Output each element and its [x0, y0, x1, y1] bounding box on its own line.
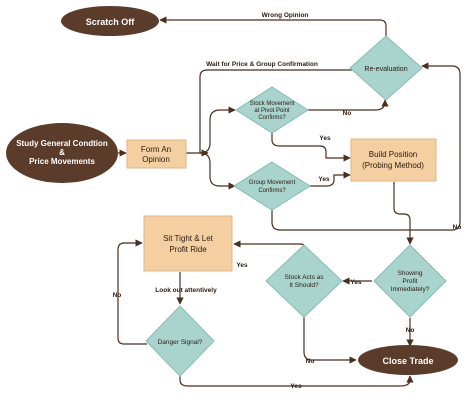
node-study: Study General Condtion & Price Movements [6, 123, 118, 183]
edge-labels: Wrong Opinion Wait for Price & Group Con… [113, 12, 462, 390]
sit-tight-line2: Profit Ride [169, 245, 207, 254]
label-wrong-opinion: Wrong Opinion [262, 12, 309, 19]
stock-acts-line1: Stock Acts as [284, 274, 324, 281]
node-danger-signal: Danger Signal? [145, 305, 215, 377]
node-close-trade: Close Trade [358, 345, 458, 375]
edge-pivot-no [308, 99, 389, 111]
edge-wait-line [199, 69, 360, 153]
showing-profit-line3: Immediately? [391, 286, 430, 293]
form-opinion-line1: Form An [141, 145, 171, 154]
edge-acts-yes [233, 240, 305, 248]
edge-group-no [271, 62, 461, 231]
danger-signal-label: Danger Signal? [158, 339, 203, 346]
stock-pivot-diamond [235, 86, 309, 134]
edge-pivot-yes [271, 133, 351, 162]
study-label-line1: Study General Condtion [16, 139, 108, 148]
build-position-line1: Build Position [369, 150, 417, 159]
close-trade-label: Close Trade [382, 356, 433, 366]
node-stock-pivot: Stock Movement at Pivot Point Confirms? [235, 86, 309, 134]
label-acts-no: No [306, 358, 315, 365]
stock-pivot-line1: Stock Movement [250, 101, 295, 107]
node-form-opinion: Form An Opinion [126, 139, 187, 169]
node-scratch-off: Scratch Off [61, 6, 159, 36]
study-label-line3: Price Movements [29, 157, 95, 166]
edge-split-to-pivot [199, 106, 236, 154]
label-pivot-no: No [343, 110, 352, 117]
label-showing-yes: Yes [350, 279, 362, 286]
build-position-box [350, 138, 437, 182]
node-build-position: Build Position (Probing Method) [350, 138, 437, 182]
build-position-line2: (Probing Method) [362, 161, 424, 170]
node-group-movement: Group Movement Confirms? [233, 161, 311, 211]
scratch-off-label: Scratch Off [86, 17, 136, 27]
edge-split-to-group [199, 152, 236, 190]
group-movement-line1: Group Movement [249, 180, 296, 186]
node-re-evaluation: Re-evaluation [349, 35, 423, 101]
study-label-line2: & [59, 148, 65, 157]
connectors [117, 16, 461, 387]
label-showing-no: No [406, 327, 415, 334]
showing-profit-diamond [373, 244, 447, 318]
showing-profit-line2: Profit [402, 278, 417, 285]
stock-pivot-line2: at Pivot Point [254, 108, 290, 114]
label-acts-yes: Yes [236, 262, 248, 269]
node-showing-profit: Showing Profit Immediately? [373, 244, 447, 318]
label-look-out: Look out attentively [155, 287, 217, 294]
label-group-yes: Yes [318, 176, 330, 183]
re-evaluation-label: Re-evaluation [364, 66, 407, 73]
stock-acts-diamond [265, 244, 343, 318]
node-stock-acts: Stock Acts as It Should? [265, 244, 343, 318]
study-oval [6, 123, 118, 183]
group-movement-diamond [233, 161, 311, 211]
stock-pivot-line3: Confirms? [258, 115, 286, 121]
form-opinion-box [126, 139, 187, 169]
edge-wrong-opinion [159, 16, 387, 38]
label-wait-confirmation: Wait for Price & Group Confirmation [206, 61, 318, 68]
edge-build-to-showing [393, 182, 414, 245]
label-danger-yes: Yes [290, 383, 302, 390]
stock-acts-line2: It Should? [289, 282, 319, 289]
showing-profit-line1: Showing [398, 270, 423, 277]
re-evaluation-diamond [349, 35, 423, 101]
node-sit-tight: Sit Tight & Let Profit Ride [143, 215, 233, 272]
close-trade-oval [358, 345, 458, 375]
sit-tight-box [143, 215, 233, 272]
scratch-off-oval [61, 6, 159, 36]
edge-group-yes [310, 171, 351, 187]
group-movement-line2: Confirms? [258, 188, 286, 194]
label-pivot-yes: Yes [319, 135, 331, 142]
edge-danger-no [117, 239, 147, 345]
form-opinion-line2: Opinion [142, 155, 170, 164]
edge-acts-no [303, 316, 357, 364]
sit-tight-line1: Sit Tight & Let [163, 234, 214, 243]
edge-danger-yes [179, 375, 414, 387]
label-group-no: No [453, 224, 462, 231]
danger-signal-diamond [145, 305, 215, 377]
label-danger-no: No [113, 292, 122, 299]
